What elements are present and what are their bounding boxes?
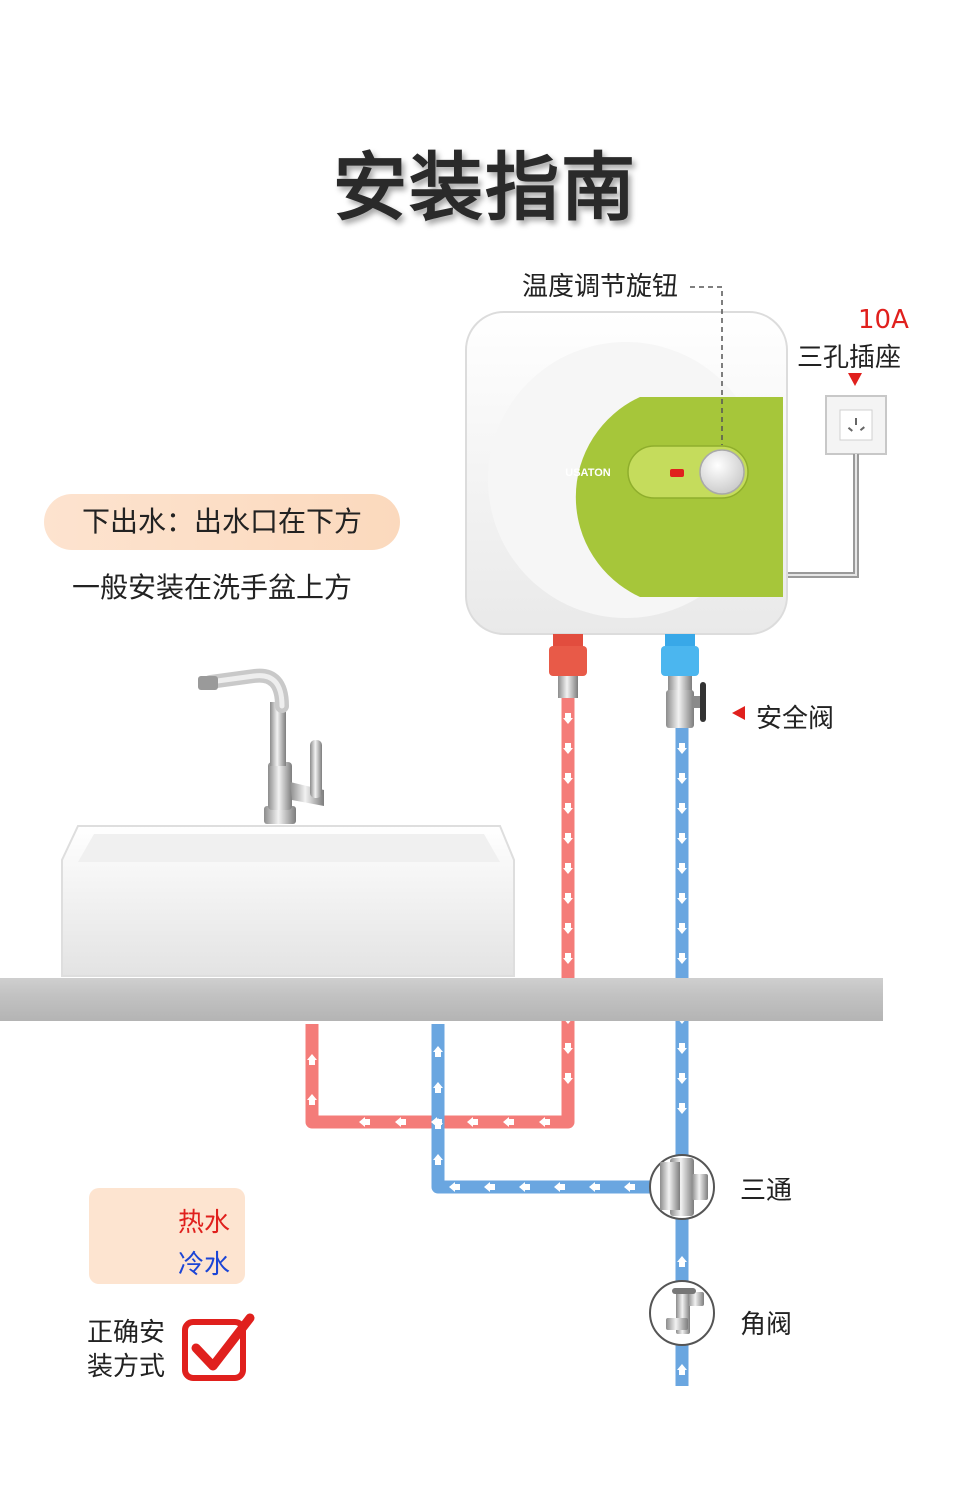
indicator-light [670,469,684,477]
safety-valve-icon [666,676,706,728]
install-note: 一般安装在洗手盆上方 [72,566,352,606]
knob-label: 温度调节旋钮 [522,266,678,303]
cold-inlet-connector [661,646,699,676]
countertop [0,978,883,1021]
legend: 热水 冷水 [89,1188,245,1284]
legend-hot-label: 热水 [178,1202,230,1239]
outlet-amp-label: 10A [858,305,909,335]
page-title: 安装指南 [0,128,970,235]
heater-brand: USATON [565,467,610,479]
flow-arrows [307,713,687,1375]
socket-icon [826,396,886,454]
legend-cold: 冷水 [89,1240,245,1280]
angle-valve-icon [650,1281,714,1345]
tee-label: 三通 [740,1170,792,1207]
check-icon [185,1318,250,1378]
legend-cold-label: 冷水 [178,1244,230,1281]
outlet-label: 三孔插座 [797,337,901,374]
hot-outlet-connector [549,646,587,676]
legend-hot: 热水 [89,1198,245,1238]
faucet-icon [198,676,324,824]
temperature-knob[interactable] [700,450,744,494]
pipes [312,698,682,1386]
valve-marker [732,706,745,720]
angle-valve-label: 角阀 [740,1304,792,1341]
water-heater: USATON [466,312,787,698]
cold-branch-pipe [438,1024,650,1187]
valve-label: 安全阀 [756,698,834,735]
basin-icon [62,826,514,976]
socket-marker [848,373,862,386]
mode-pill: 下出水：出水口在下方 [44,494,400,550]
correct-install-label: 正确安装方式 [87,1316,177,1384]
tee-fitting-icon [650,1155,714,1219]
